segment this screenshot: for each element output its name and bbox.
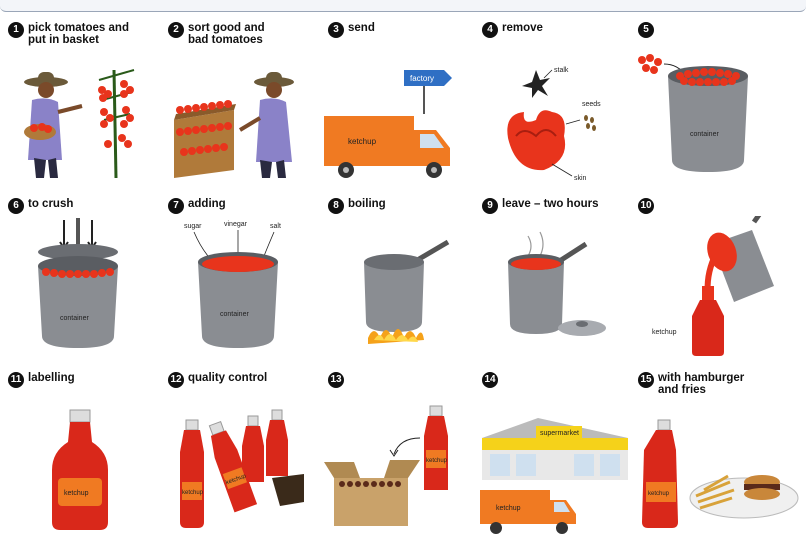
step-12: 12 quality control ketchup ketchup bbox=[164, 372, 324, 541]
caption-line: send bbox=[348, 22, 375, 34]
tomatoes-into-container-illustration: container bbox=[638, 54, 748, 172]
sorting-illustration bbox=[174, 72, 294, 178]
supermarket-label: supermarket bbox=[540, 430, 579, 437]
ketchup-with-burger-illustration: ketchup bbox=[642, 419, 799, 528]
step-number: 3 bbox=[328, 22, 344, 38]
step-11: 11 labelling ketchup bbox=[4, 372, 164, 541]
step-number: 14 bbox=[482, 372, 498, 388]
step-number: 15 bbox=[638, 372, 654, 388]
step-1: 1 pick tomatoes and put in basket bbox=[4, 22, 164, 200]
tomato-parts-illustration: stalk seeds skin bbox=[507, 67, 601, 182]
step-number: 4 bbox=[482, 22, 498, 38]
picker-illustration bbox=[24, 69, 135, 179]
step-number: 13 bbox=[328, 372, 344, 388]
caption-line: remove bbox=[502, 22, 543, 34]
step-caption: send bbox=[348, 22, 478, 34]
step-caption: quality control bbox=[188, 372, 318, 384]
crushing-illustration: container bbox=[38, 218, 118, 348]
step-number: 7 bbox=[168, 198, 184, 214]
step-8: 8 boiling bbox=[324, 198, 484, 376]
factory-sign-label: factory bbox=[410, 74, 434, 83]
adding-ingredients-illustration: sugar vinegar salt container bbox=[184, 221, 281, 348]
labelled-bottle-illustration: ketchup bbox=[52, 409, 108, 530]
step-number: 11 bbox=[8, 372, 24, 388]
skin-label: skin bbox=[574, 175, 587, 182]
step-caption: sort good and bad tomatoes bbox=[188, 22, 318, 46]
container-label: container bbox=[220, 311, 249, 318]
ketchup-label: ketchup bbox=[64, 490, 89, 497]
ketchup-label: ketchup bbox=[426, 458, 448, 464]
step-3: 3 send factory ketchup bbox=[324, 22, 484, 200]
container-label: container bbox=[690, 131, 719, 138]
step-number: 8 bbox=[328, 198, 344, 214]
step-caption: leave – two hours bbox=[502, 198, 632, 210]
step-caption: labelling bbox=[28, 372, 158, 384]
step-caption: pick tomatoes and put in basket bbox=[28, 22, 158, 46]
sugar-label: sugar bbox=[184, 223, 202, 230]
step-5: 5 container bbox=[634, 22, 794, 200]
truck-label: ketchup bbox=[348, 137, 377, 146]
step-13: 13 ketchup bbox=[324, 372, 484, 541]
step-number: 9 bbox=[482, 198, 498, 214]
step-14: 14 supermarket ketchup bbox=[478, 372, 638, 541]
step-15: 15 with hamburger and fries ketchup bbox=[634, 372, 799, 541]
caption-line: with hamburger bbox=[658, 372, 745, 384]
step-10: 10 ketchup bbox=[634, 198, 794, 376]
window-top-edge bbox=[0, 0, 806, 12]
step-caption: adding bbox=[188, 198, 318, 210]
step-number: 5 bbox=[638, 22, 654, 38]
truck-to-factory-illustration: factory ketchup bbox=[324, 70, 452, 178]
stalk-label: stalk bbox=[554, 67, 569, 74]
supermarket-delivery-illustration: supermarket ketchup bbox=[480, 418, 628, 534]
caption-line: bad tomatoes bbox=[188, 34, 263, 46]
step-caption: with hamburger and fries bbox=[658, 372, 788, 396]
step-caption: boiling bbox=[348, 198, 478, 210]
step-number: 6 bbox=[8, 198, 24, 214]
step-6: 6 to crush container bbox=[4, 198, 164, 376]
pouring-into-bottle-illustration: ketchup bbox=[652, 216, 774, 356]
caption-line: put in basket bbox=[28, 34, 99, 46]
salt-label: salt bbox=[270, 223, 281, 230]
quality-control-illustration: ketchup ketchup bbox=[180, 409, 304, 528]
container-label: container bbox=[60, 315, 89, 322]
caption-line: pick tomatoes and bbox=[28, 22, 129, 34]
caption-line: sort good and bbox=[188, 22, 265, 34]
caption-line: and fries bbox=[658, 384, 706, 396]
step-7: 7 adding sugar vinegar salt container bbox=[164, 198, 324, 376]
cooling-pot-illustration bbox=[508, 231, 606, 336]
caption-line: adding bbox=[188, 198, 226, 210]
packing-box-illustration: ketchup bbox=[324, 405, 448, 526]
step-caption: remove bbox=[502, 22, 632, 34]
step-2: 2 sort good and bad tomatoes bbox=[164, 22, 324, 200]
ketchup-label: ketchup bbox=[652, 329, 677, 336]
step-4: 4 remove stalk seeds skin bbox=[478, 22, 638, 200]
step-9: 9 leave – two hours bbox=[478, 198, 638, 376]
vinegar-label: vinegar bbox=[224, 221, 248, 228]
step-number: 2 bbox=[168, 22, 184, 38]
caption-line: labelling bbox=[28, 372, 75, 384]
step-number: 10 bbox=[638, 198, 654, 214]
seeds-label: seeds bbox=[582, 101, 601, 108]
caption-line: quality control bbox=[188, 372, 268, 384]
boiling-pot-illustration bbox=[364, 239, 450, 344]
ketchup-label: ketchup bbox=[648, 491, 670, 497]
ketchup-label: ketchup bbox=[182, 490, 204, 496]
caption-line: leave – two hours bbox=[502, 198, 599, 210]
step-number: 1 bbox=[8, 22, 24, 38]
step-caption: to crush bbox=[28, 198, 158, 210]
truck-label: ketchup bbox=[496, 505, 521, 512]
step-number: 12 bbox=[168, 372, 184, 388]
caption-line: to crush bbox=[28, 198, 74, 210]
caption-line: boiling bbox=[348, 198, 386, 210]
